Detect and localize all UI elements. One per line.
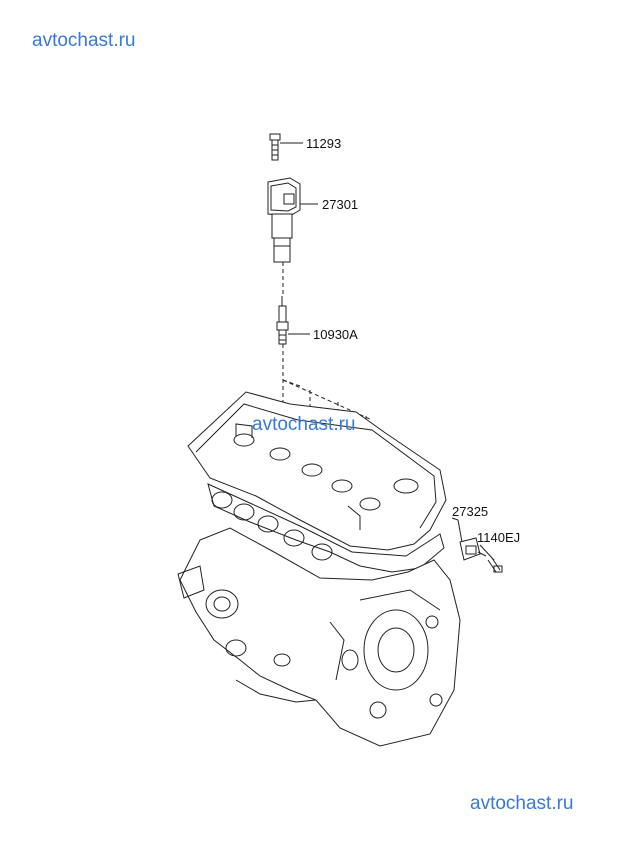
sensor-27325-drawing [451, 517, 481, 561]
bolt-1140ej-drawing [477, 544, 503, 573]
watermark-bottom: avtochast.ru [470, 793, 574, 814]
engine-block-drawing [177, 483, 461, 747]
part-label-27301[interactable]: 27301 [322, 197, 359, 212]
part-label-1140ej[interactable]: 1140EJ [477, 530, 521, 545]
ignition-coil-27301-drawing [267, 177, 318, 263]
part-label-11293[interactable]: 11293 [306, 136, 342, 151]
watermark-middle: avtochast.ru [252, 414, 356, 435]
engine-cover-drawing [187, 391, 447, 551]
part-label-10930a[interactable]: 10930A [313, 327, 358, 342]
watermark-top: avtochast.ru [32, 30, 136, 51]
bolt-11293-drawing [269, 133, 303, 161]
spark-plug-10930a-drawing [276, 296, 310, 345]
part-label-27325[interactable]: 27325 [452, 504, 489, 519]
